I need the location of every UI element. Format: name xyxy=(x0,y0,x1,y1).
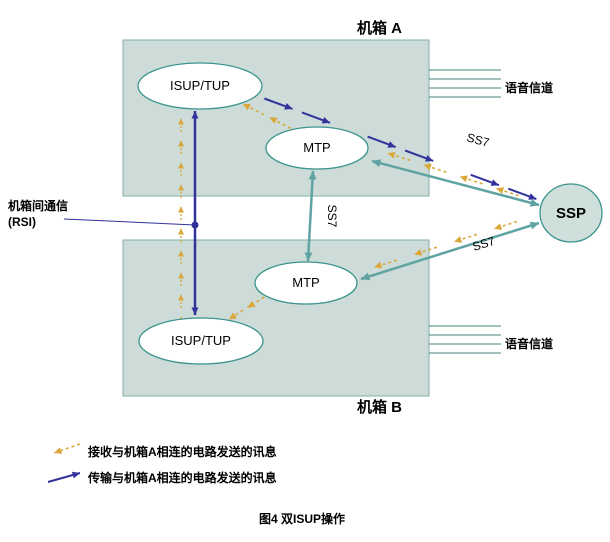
node-isup-tup-b xyxy=(138,317,264,365)
receive-chain-mtpb-to-isupb xyxy=(180,296,265,341)
rsi-label-line1: 机箱间通信 xyxy=(8,198,68,213)
ss7-label-vertical: SS7 xyxy=(325,205,339,228)
voice-channel-lines-b xyxy=(429,325,501,354)
voice-channels-b-label: 语音信道 xyxy=(505,336,553,351)
rsi-leader xyxy=(63,218,196,226)
ss7-label-upper: SS7 xyxy=(465,130,491,149)
receive-chain-ssp-to-mtpb xyxy=(373,220,518,269)
ss7-link-mtpa-mtpb xyxy=(304,170,317,262)
transmit-chain-isupa-to-ssp xyxy=(264,97,537,201)
ss7-link-mtpb-ssp xyxy=(360,221,540,281)
node-isup-tup-a xyxy=(137,62,263,110)
chassis-b-label: 机箱 B xyxy=(357,398,402,416)
node-mtp-b xyxy=(254,261,358,305)
chassis-a-box xyxy=(122,39,430,197)
chassis-b-box xyxy=(122,239,430,397)
isup-tup-b-label: ISUP/TUP xyxy=(171,333,231,348)
node-ssp xyxy=(539,183,603,243)
legend-transmit-label: 传输与机箱A相连的电路发送的讯息 xyxy=(87,470,277,485)
voice-channel-lines-a xyxy=(429,69,501,98)
chassis-a-label: 机箱 A xyxy=(357,19,402,37)
ss7-link-mtpa-ssp xyxy=(371,159,540,207)
rsi-label-line2: (RSI) xyxy=(8,215,36,229)
mtp-b-label: MTP xyxy=(292,275,319,290)
receive-chain-ssp-to-mtpa xyxy=(387,151,519,197)
legend-transmit-sample xyxy=(47,471,81,483)
ssp-label: SSP xyxy=(556,205,586,222)
legend-receive-label: 接收与机箱A相连的电路发送的讯息 xyxy=(88,444,277,459)
mtp-a-label: MTP xyxy=(303,140,330,155)
figure-caption: 图4 双ISUP操作 xyxy=(259,511,345,526)
node-mtp-a xyxy=(265,126,369,170)
rsi-junction-dot xyxy=(191,221,199,229)
isup-tup-a-label: ISUP/TUP xyxy=(170,78,230,93)
ss7-label-lower: SS7 xyxy=(471,234,497,254)
voice-channels-a-label: 语音信道 xyxy=(505,80,553,95)
receive-chain-mtpa-to-isupa xyxy=(242,103,292,130)
legend-receive-sample xyxy=(53,443,81,454)
